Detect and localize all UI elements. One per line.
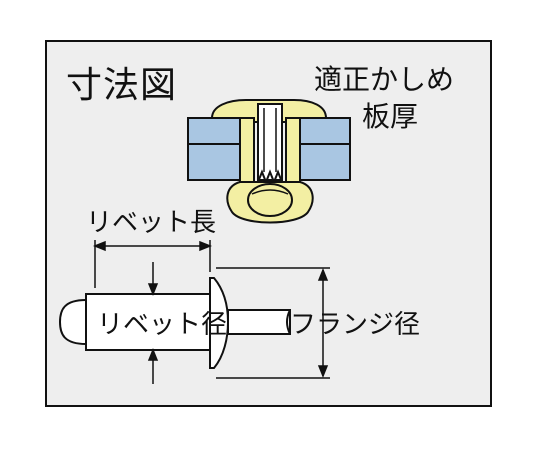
plate-thickness-label-line1: 適正かしめ bbox=[314, 63, 455, 96]
upper-plate-right bbox=[299, 117, 351, 145]
diagram-title: 寸法図 bbox=[66, 65, 178, 106]
lower-plate-right bbox=[299, 143, 351, 181]
installed-rivet-section bbox=[187, 99, 351, 224]
lower-plate-left bbox=[187, 143, 241, 181]
mandrel-head-side bbox=[58, 299, 87, 345]
mandrel-head bbox=[247, 183, 293, 217]
flange-diameter-dimension bbox=[216, 267, 330, 379]
flange-diameter-label: フランジ径 bbox=[290, 310, 421, 340]
rivet-shank-right bbox=[285, 117, 301, 185]
rivet-diameter-label: リベット径 bbox=[97, 310, 228, 340]
mandrel-break bbox=[257, 169, 283, 185]
rivet-side-view bbox=[58, 277, 291, 369]
rivet-diameter-dimension bbox=[147, 262, 159, 384]
plate-thickness-label-line2: 板厚 bbox=[362, 100, 419, 133]
rivet-shank-left bbox=[239, 117, 255, 185]
rivet-length-dimension bbox=[92, 240, 213, 288]
mandrel-stem-side bbox=[227, 309, 291, 335]
mandrel-stem bbox=[257, 103, 283, 181]
rivet-length-label: リベット長 bbox=[86, 208, 217, 238]
upper-plate-left bbox=[187, 117, 241, 145]
